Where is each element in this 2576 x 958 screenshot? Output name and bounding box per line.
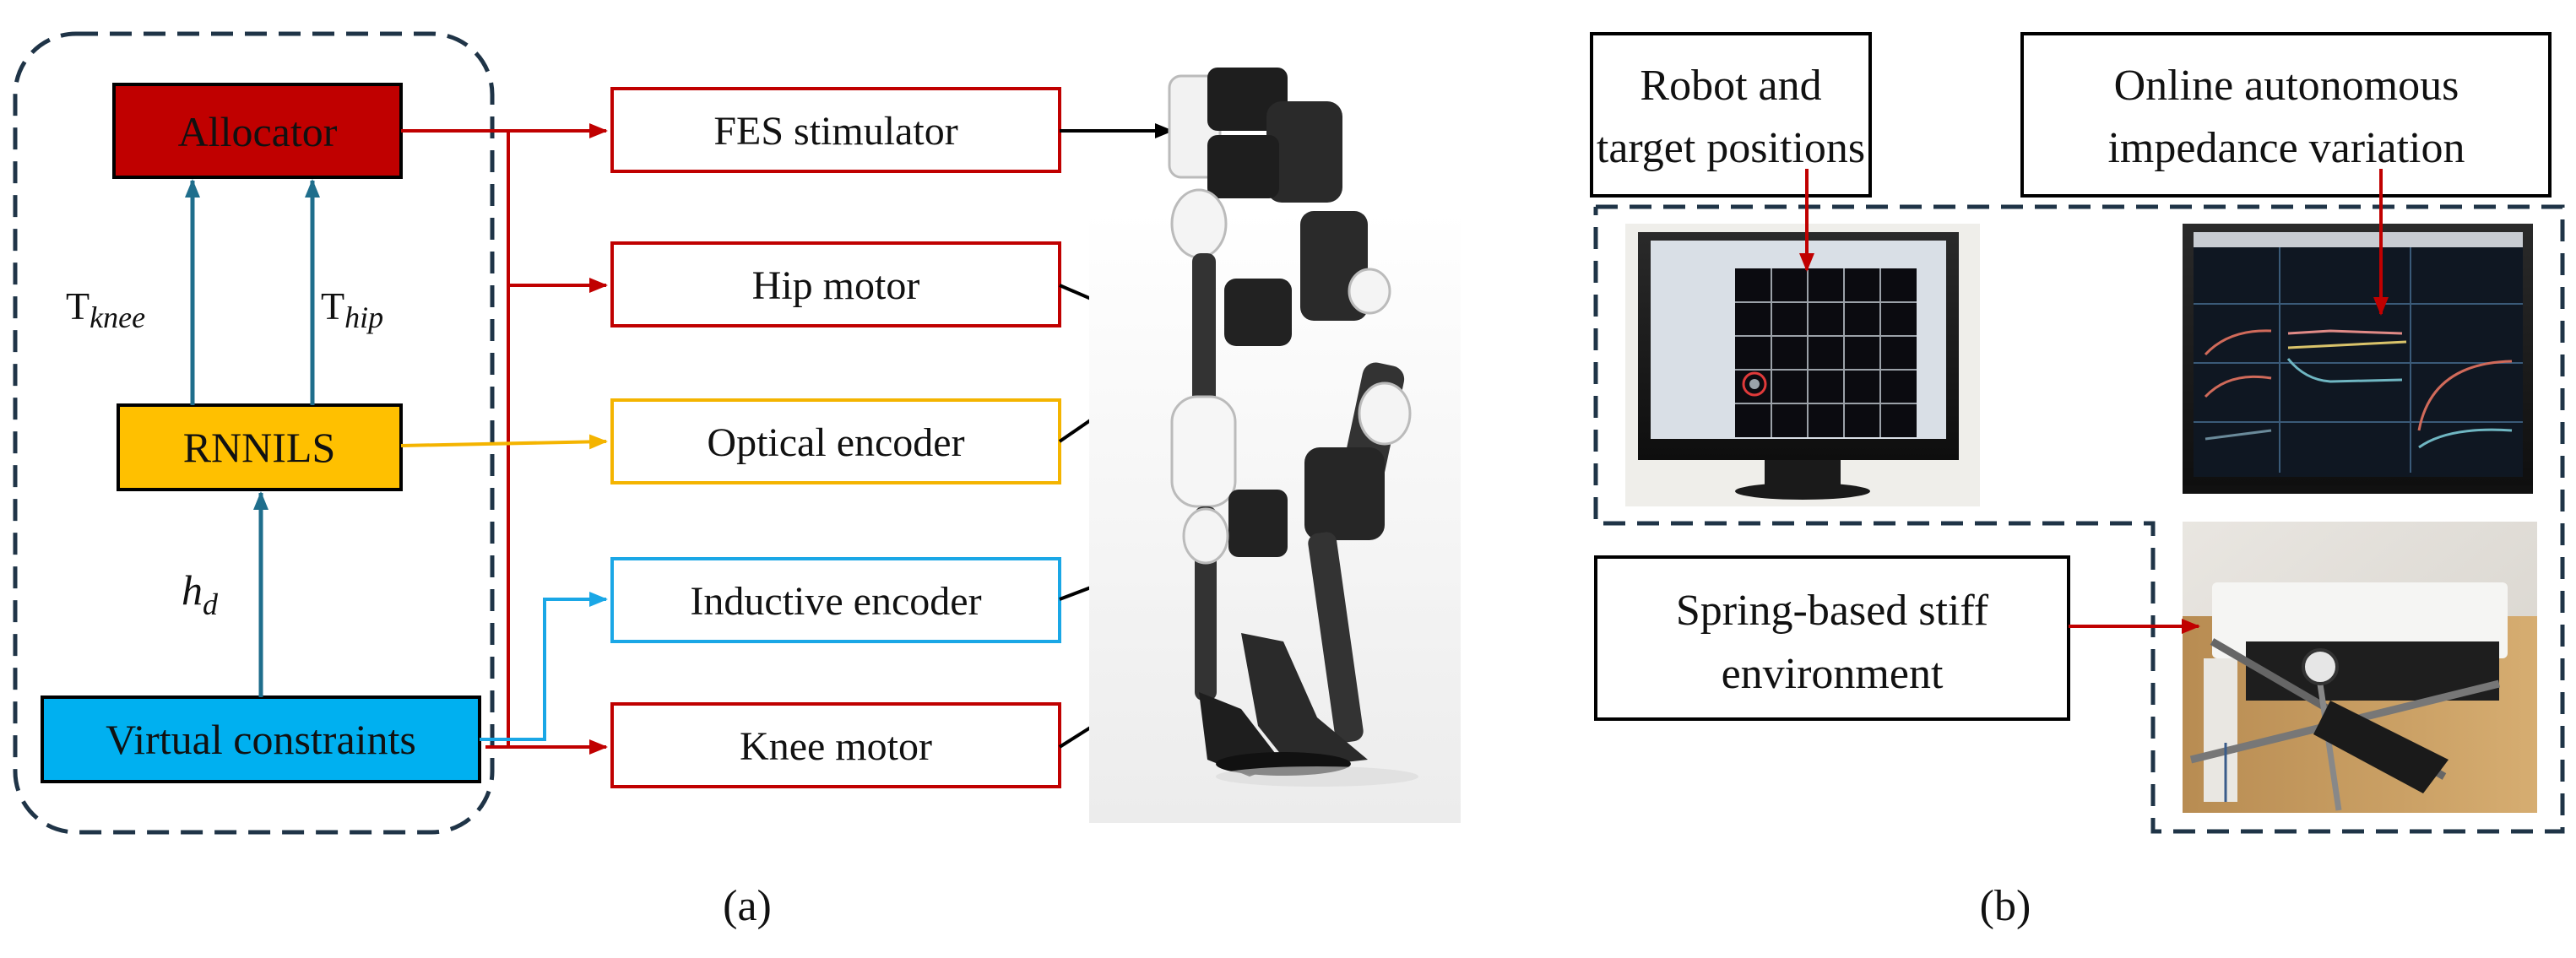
monitor-impedance-photo — [2183, 224, 2533, 494]
fes-stimulator-box: FES stimulator — [610, 87, 1061, 173]
virtual-constraints-label: Virtual constraints — [106, 716, 416, 763]
rnnils-block: RNNILS — [117, 403, 403, 491]
optical-encoder-box: Optical encoder — [610, 398, 1061, 484]
photos-dashed-frame — [1593, 204, 2565, 834]
impedance-variation-line2: impedance variation — [2107, 124, 2465, 172]
virtual-constraints-block: Virtual constraints — [41, 695, 481, 783]
impedance-variation-box: Online autonomous impedance variation — [2020, 32, 2552, 198]
allocator-bus-line — [401, 129, 510, 749]
allocator-label: Allocator — [178, 108, 338, 155]
panel-a: Allocator RNNILS Virtual constraints Tkn… — [13, 31, 1461, 930]
exoskeleton-image — [1089, 68, 1461, 823]
knee-motor-box: Knee motor — [610, 702, 1061, 788]
knee-motor-label: Knee motor — [740, 724, 932, 769]
robot-target-positions-line1: Robot and — [1640, 62, 1821, 110]
spring-environment-line2: environment — [1722, 650, 1944, 698]
inductive-encoder-box: Inductive encoder — [610, 557, 1061, 643]
rnnils-label: RNNILS — [183, 424, 336, 471]
panel-b: Robot and target positions Online autono… — [1590, 32, 2565, 930]
hip-motor-label: Hip motor — [752, 263, 920, 308]
panel-b-caption: (b) — [1980, 882, 2031, 930]
controller-group-frame — [13, 31, 495, 835]
robot-target-positions-box: Robot and target positions — [1590, 32, 1872, 198]
inductive-encoder-label: Inductive encoder — [690, 579, 981, 624]
optical-encoder-label: Optical encoder — [707, 420, 964, 465]
robot-target-positions-line2: target positions — [1597, 124, 1865, 172]
spring-environment-line1: Spring-based stiff — [1676, 587, 1989, 635]
t-hip-signal-label: Thip — [321, 284, 383, 334]
fes-stimulator-label: FES stimulator — [713, 109, 957, 154]
constraints-to-inductive-line — [480, 592, 608, 741]
t-knee-signal-label: Tknee — [66, 284, 145, 334]
h-d-signal-label: hd — [182, 566, 219, 621]
allocator-block: Allocator — [112, 83, 403, 179]
spring-environment-photo — [2183, 522, 2537, 813]
panel-a-caption: (a) — [723, 882, 772, 930]
hip-motor-box: Hip motor — [610, 241, 1061, 327]
rnnils-to-optical-arrow — [400, 434, 608, 450]
impedance-variation-line1: Online autonomous — [2114, 62, 2459, 110]
spring-environment-box: Spring-based stiff environment — [1594, 555, 2070, 721]
monitor-robot-positions-photo — [1625, 224, 1980, 506]
